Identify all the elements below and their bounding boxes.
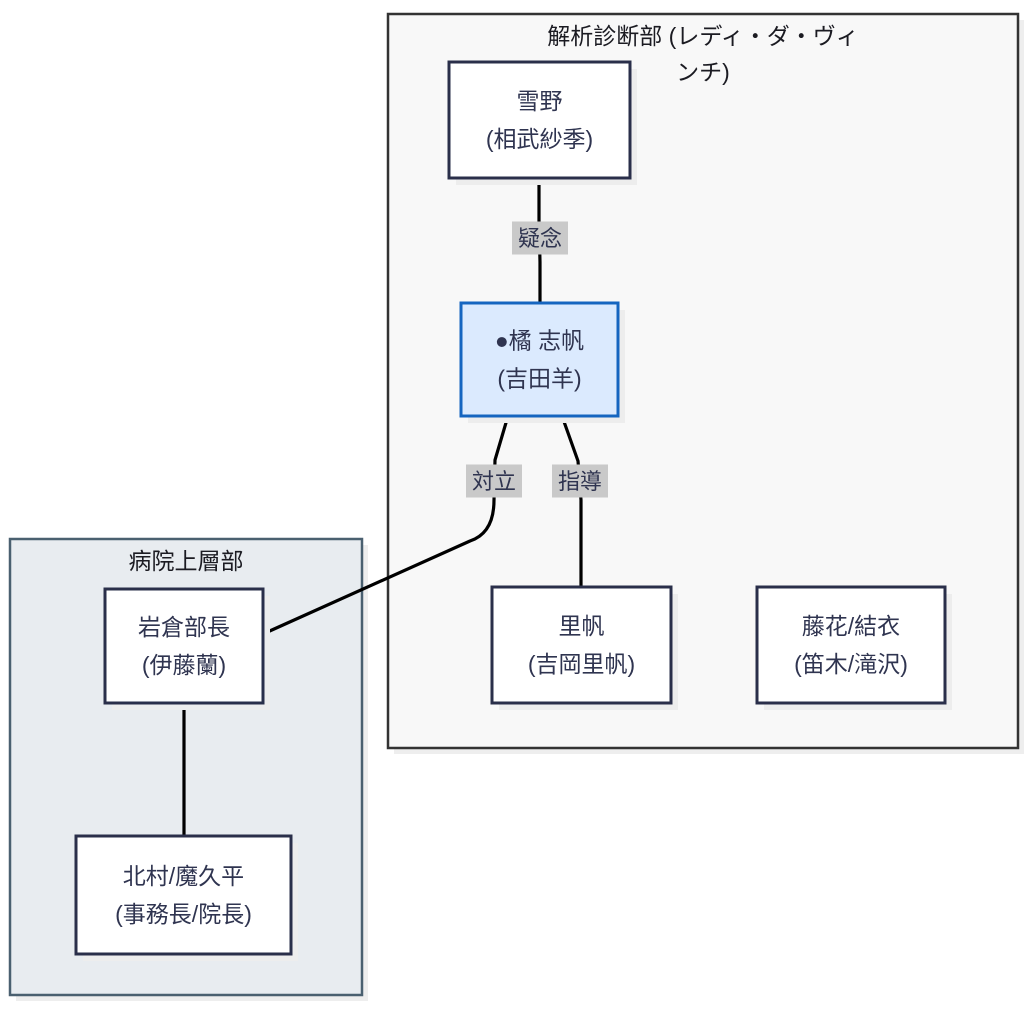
- cluster-title: ンチ): [676, 59, 730, 85]
- edge-label-background: [512, 221, 568, 255]
- node-box[interactable]: [755, 585, 947, 705]
- node-box[interactable]: [447, 60, 632, 180]
- node-iwakura-buchou[interactable]: 岩倉部長 (伊藤蘭): [103, 587, 270, 710]
- cluster-title: 病院上層部: [129, 548, 244, 574]
- edge-label-text: 対立: [472, 469, 516, 494]
- node-label-line: 藤花/結衣: [802, 613, 900, 639]
- node-layer: 雪野 (相武紗季) ●橘 志帆 (吉田羊) 里帆 (吉岡里帆) 藤花/結衣 (笛木/滝沢) 岩倉…: [74, 60, 952, 961]
- node-label-line: (笛木/滝沢): [794, 651, 908, 677]
- node-tachibana-shiho[interactable]: ●橘 志帆 (吉田羊): [459, 301, 625, 423]
- node-label-line: (伊藤蘭): [142, 652, 226, 678]
- node-box[interactable]: [459, 301, 620, 418]
- edge-tachibana-iwakura: [262, 415, 510, 636]
- node-riho[interactable]: 里帆 (吉岡里帆): [490, 585, 678, 710]
- node-label-line: ●橘 志帆: [495, 328, 584, 354]
- edge-label-background: [466, 464, 522, 498]
- cluster-title: 解析診断部 (レディ・ダ・ヴィ: [547, 23, 858, 49]
- edge-tachibana-riho-label: 指導: [552, 464, 608, 498]
- node-box[interactable]: [74, 834, 293, 956]
- node-label-line: (吉田羊): [497, 366, 581, 392]
- node-label-line: 里帆: [559, 613, 605, 639]
- node-label-line: (相武紗季): [486, 126, 593, 152]
- node-yukino[interactable]: 雪野 (相武紗季): [447, 60, 637, 185]
- node-label-line: (吉岡里帆): [528, 651, 635, 677]
- edge-label-text: 疑念: [518, 226, 562, 251]
- node-fujika-yui[interactable]: 藤花/結衣 (笛木/滝沢): [755, 585, 952, 710]
- edge-label-background: [552, 464, 608, 498]
- node-box[interactable]: [490, 585, 673, 705]
- node-label-line: 北村/魔久平: [123, 863, 244, 889]
- node-label-line: 雪野: [517, 88, 563, 114]
- node-label-line: 岩倉部長: [138, 614, 230, 640]
- edge-label-text: 指導: [558, 469, 602, 494]
- node-box[interactable]: [103, 587, 265, 705]
- node-label-line: (事務長/院長): [115, 901, 252, 927]
- edge-yukino-tachibana-label: 疑念: [512, 221, 568, 255]
- node-kitamura-makuhira[interactable]: 北村/魔久平 (事務長/院長): [74, 834, 298, 961]
- edge-tachibana-iwakura-label: 対立: [466, 464, 522, 498]
